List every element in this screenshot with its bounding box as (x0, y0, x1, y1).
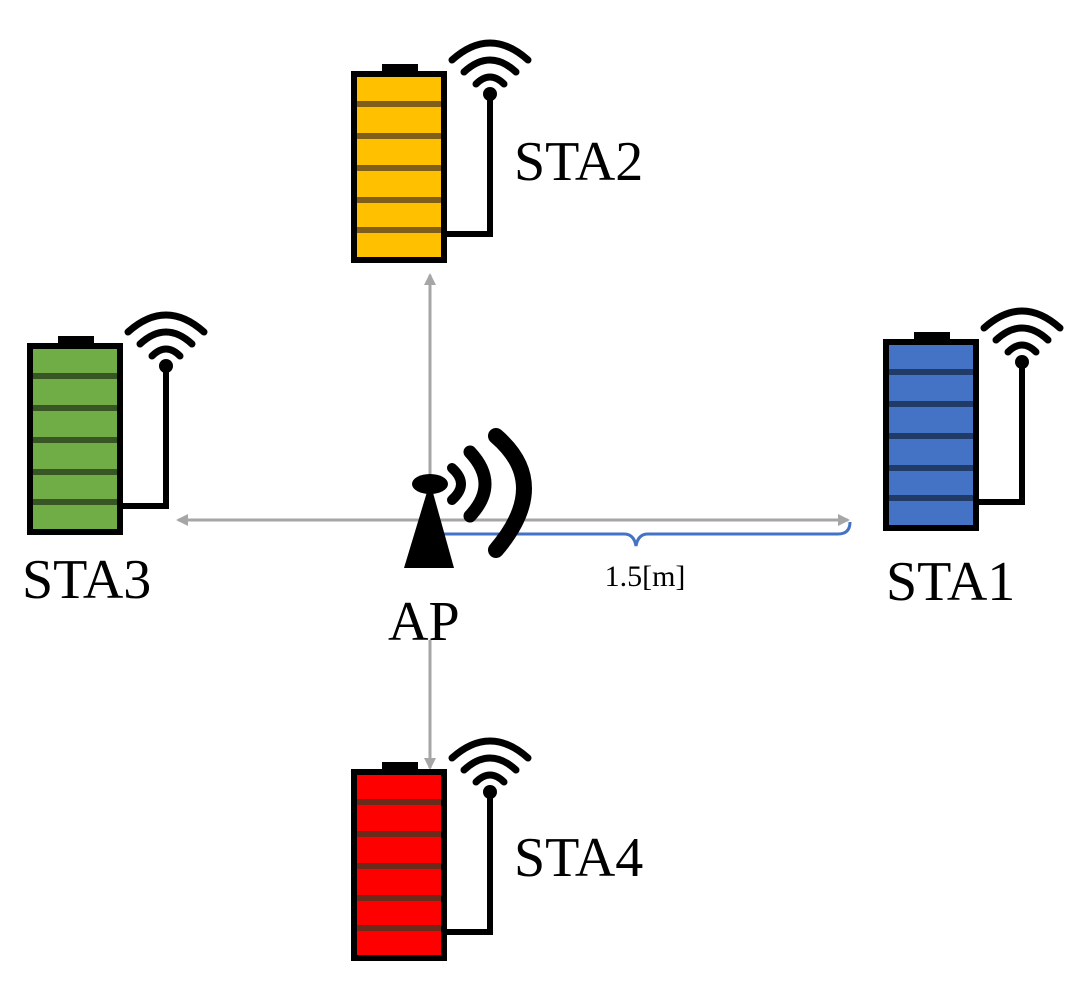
station-label: STA4 (514, 827, 643, 889)
ap-signal-waves-icon (447, 428, 532, 558)
station-sta4: STA4 (351, 737, 643, 961)
antenna-wifi-icon (441, 39, 532, 237)
battery-cells (357, 101, 441, 233)
battery-cells (889, 369, 973, 501)
antenna-wifi-icon (117, 311, 208, 509)
distance-brace: 1.5[m] (428, 521, 852, 593)
station-sta3: STA3 (22, 311, 208, 611)
antenna-wifi-icon (973, 307, 1064, 505)
ap-label: AP (388, 591, 460, 653)
station-sta1: STA1 (883, 307, 1064, 613)
battery-cells (33, 373, 117, 505)
station-label: STA3 (22, 549, 151, 611)
station-label: STA2 (514, 131, 643, 193)
ap-antenna-icon (404, 474, 454, 568)
station-label: STA1 (886, 551, 1015, 613)
antenna-wifi-icon (441, 737, 532, 935)
station-sta2: STA2 (351, 39, 643, 263)
access-point: AP (388, 428, 532, 653)
distance-label: 1.5[m] (605, 560, 686, 593)
battery-cells (357, 799, 441, 931)
